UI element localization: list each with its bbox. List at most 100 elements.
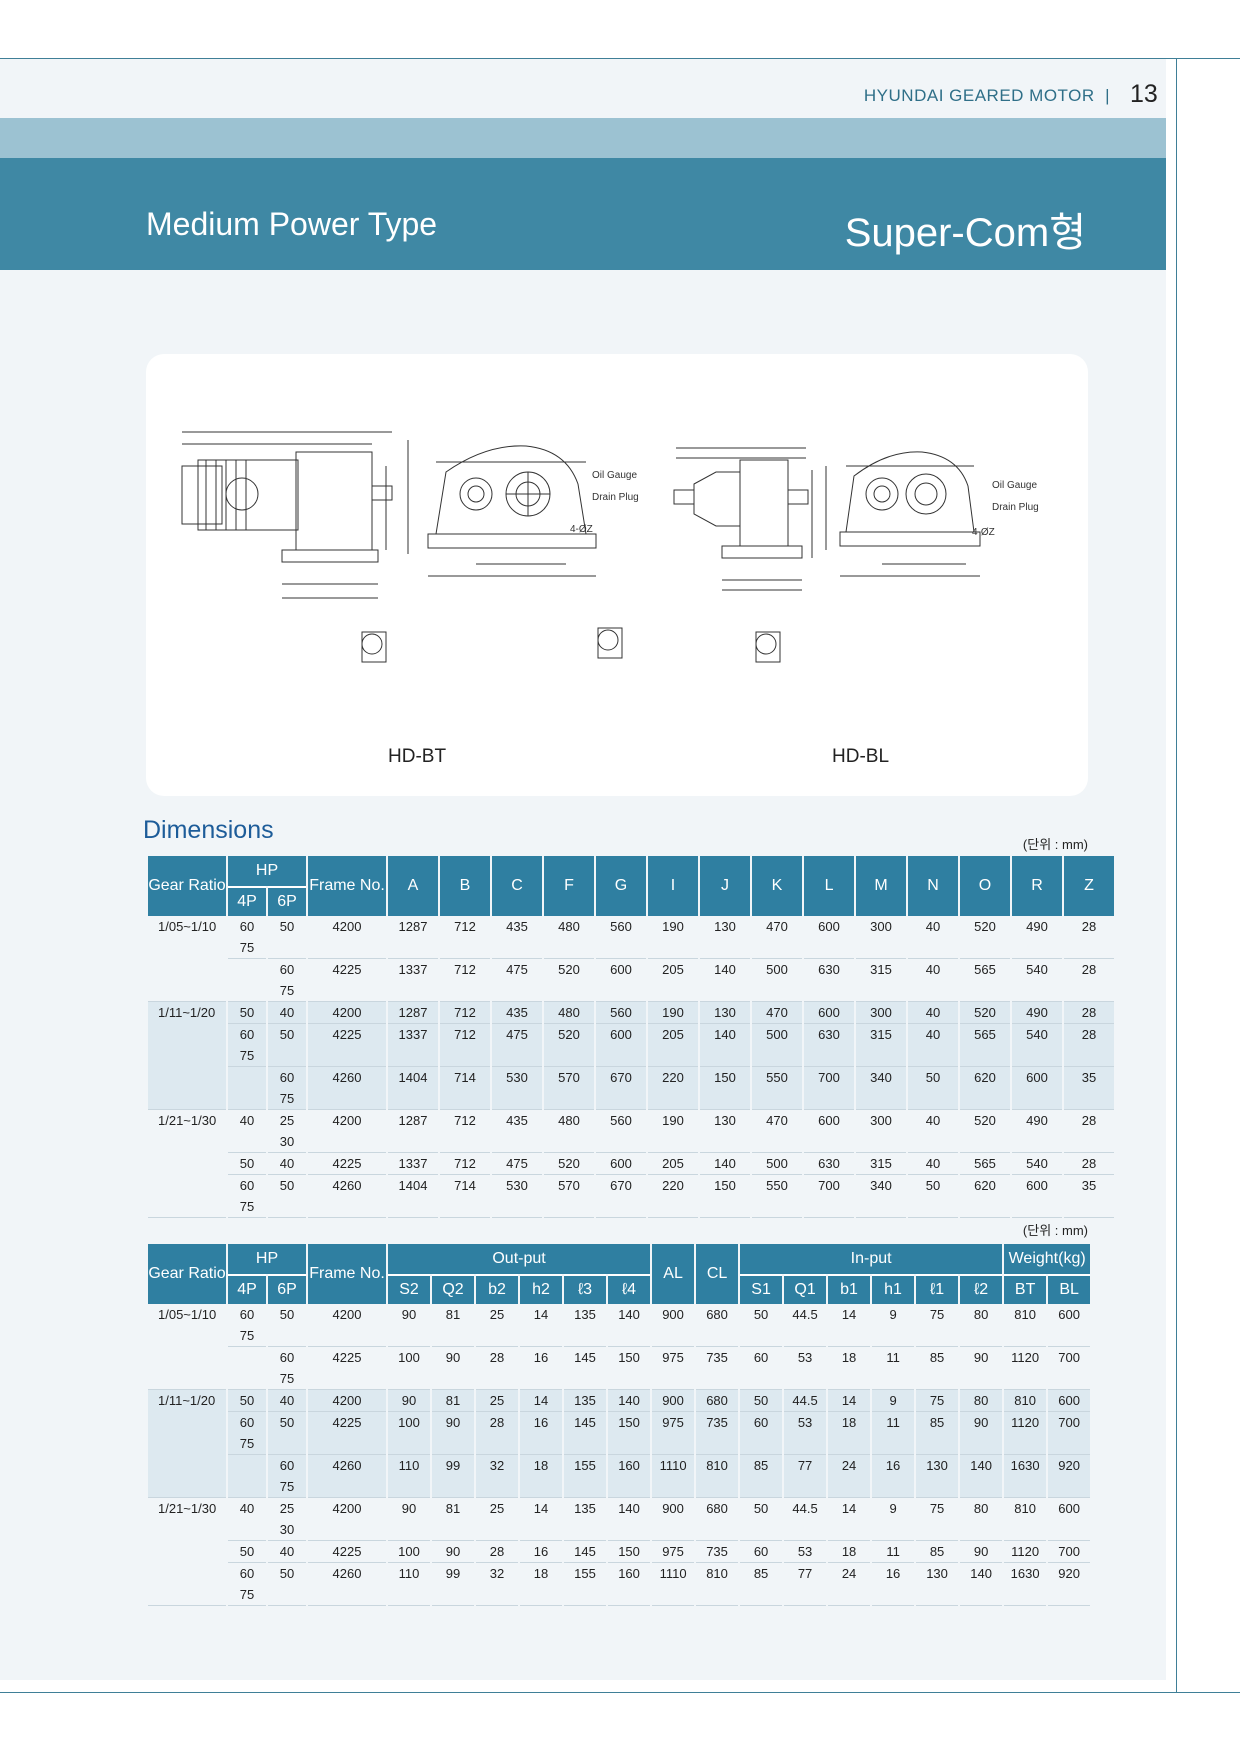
value-cell: 735 bbox=[696, 1541, 739, 1563]
value-cell: 18 bbox=[828, 1541, 871, 1563]
value-cell: 16 bbox=[872, 1455, 915, 1498]
hp-value: 60 bbox=[239, 1566, 255, 1581]
col-header-g: G bbox=[596, 856, 647, 916]
right-rule bbox=[1176, 58, 1177, 1692]
p6-cell: 50 bbox=[268, 1412, 307, 1455]
value-cell: 77 bbox=[784, 1563, 827, 1606]
value-cell: 9 bbox=[872, 1498, 915, 1541]
hp-value: 75 bbox=[239, 1048, 255, 1063]
value-cell: 90 bbox=[388, 1304, 431, 1347]
value-cell: 810 bbox=[1004, 1390, 1047, 1412]
model-label-hd-bl: HD-BL bbox=[832, 746, 890, 767]
hp-value: 75 bbox=[279, 1371, 295, 1386]
value-cell: 14 bbox=[520, 1304, 563, 1347]
value-cell: 714 bbox=[440, 1067, 491, 1110]
value-cell: 1404 bbox=[388, 1175, 439, 1218]
value-cell: 140 bbox=[700, 1024, 751, 1067]
value-cell: 190 bbox=[648, 916, 699, 959]
hd-bl-side-view bbox=[673, 447, 813, 591]
value-cell: 620 bbox=[960, 1175, 1011, 1218]
value-cell: 130 bbox=[916, 1563, 959, 1606]
hp-value: 50 bbox=[279, 1178, 295, 1193]
hp-value: 75 bbox=[239, 940, 255, 955]
value-cell: 14 bbox=[828, 1304, 871, 1347]
value-cell: 475 bbox=[492, 1024, 543, 1067]
value-cell: 220 bbox=[648, 1067, 699, 1110]
gear-ratio-cell: 1/05~1/10 bbox=[148, 1304, 226, 1390]
value-cell: 60 bbox=[740, 1412, 783, 1455]
value-cell: 14 bbox=[828, 1498, 871, 1541]
p6-cell: 40 bbox=[268, 1002, 307, 1024]
value-cell: 975 bbox=[652, 1412, 695, 1455]
value-cell: 205 bbox=[648, 1153, 699, 1175]
value-cell: 44.5 bbox=[784, 1498, 827, 1541]
header-band bbox=[0, 158, 1166, 270]
p4-cell: 50 bbox=[228, 1153, 266, 1175]
value-cell: 145 bbox=[564, 1541, 607, 1563]
header-brand: HYUNDAI GEARED MOTOR | bbox=[863, 86, 1110, 105]
value-cell: 140 bbox=[700, 959, 751, 1002]
hp-value: 40 bbox=[279, 1005, 295, 1020]
value-cell: 920 bbox=[1048, 1455, 1091, 1498]
value-cell: 600 bbox=[1048, 1498, 1091, 1541]
value-cell: 600 bbox=[596, 1153, 647, 1175]
value-cell: 16 bbox=[520, 1412, 563, 1455]
col-header-h1: h1 bbox=[872, 1274, 915, 1304]
p4-cell bbox=[228, 959, 266, 1002]
value-cell: 40 bbox=[908, 1024, 959, 1067]
value-cell: 85 bbox=[916, 1412, 959, 1455]
value-cell: 28 bbox=[1064, 959, 1115, 1002]
value-cell: 99 bbox=[432, 1455, 475, 1498]
value-cell: 90 bbox=[432, 1412, 475, 1455]
value-cell: 630 bbox=[804, 1153, 855, 1175]
value-cell: 150 bbox=[608, 1412, 651, 1455]
value-cell: 490 bbox=[1012, 1002, 1063, 1024]
value-cell: 220 bbox=[648, 1175, 699, 1218]
value-cell: 80 bbox=[960, 1304, 1003, 1347]
col-header-bt: BT bbox=[1004, 1274, 1047, 1304]
value-cell: 190 bbox=[648, 1002, 699, 1024]
p6-cell: 40 bbox=[268, 1390, 307, 1412]
value-cell: 11 bbox=[872, 1347, 915, 1390]
value-cell: 900 bbox=[652, 1390, 695, 1412]
value-cell: 540 bbox=[1012, 1153, 1063, 1175]
value-cell: 520 bbox=[544, 1153, 595, 1175]
value-cell: 25 bbox=[476, 1498, 519, 1541]
value-cell: 90 bbox=[960, 1347, 1003, 1390]
drain-plug-label-bl: Drain Plug bbox=[992, 502, 1039, 513]
value-cell: 600 bbox=[1012, 1175, 1063, 1218]
value-cell: 500 bbox=[752, 1024, 803, 1067]
frame-cell: 4200 bbox=[308, 1110, 387, 1153]
value-cell: 975 bbox=[652, 1347, 695, 1390]
value-cell: 81 bbox=[432, 1498, 475, 1541]
value-cell: 100 bbox=[388, 1412, 431, 1455]
value-cell: 630 bbox=[804, 959, 855, 1002]
value-cell: 560 bbox=[596, 1002, 647, 1024]
value-cell: 25 bbox=[476, 1304, 519, 1347]
header-band-light bbox=[0, 118, 1166, 158]
value-cell: 60 bbox=[740, 1347, 783, 1390]
section-title: Dimensions bbox=[143, 816, 274, 844]
value-cell: 920 bbox=[1048, 1563, 1091, 1606]
value-cell: 900 bbox=[652, 1498, 695, 1541]
value-cell: 135 bbox=[564, 1390, 607, 1412]
value-cell: 712 bbox=[440, 1024, 491, 1067]
banner-left-title: Medium Power Type bbox=[146, 206, 438, 242]
hp-value: 75 bbox=[279, 983, 295, 998]
hp-value: 75 bbox=[239, 1587, 255, 1602]
hp-value: 40 bbox=[279, 1393, 295, 1408]
value-cell: 565 bbox=[960, 1153, 1011, 1175]
gear-ratio-header: Gear Ratio bbox=[148, 1244, 226, 1304]
value-cell: 50 bbox=[908, 1175, 959, 1218]
hp-value: 25 bbox=[279, 1501, 295, 1516]
frame-cell: 4225 bbox=[308, 1024, 387, 1067]
frame-cell: 4260 bbox=[308, 1175, 387, 1218]
value-cell: 565 bbox=[960, 959, 1011, 1002]
value-cell: 32 bbox=[476, 1563, 519, 1606]
value-cell: 205 bbox=[648, 1024, 699, 1067]
